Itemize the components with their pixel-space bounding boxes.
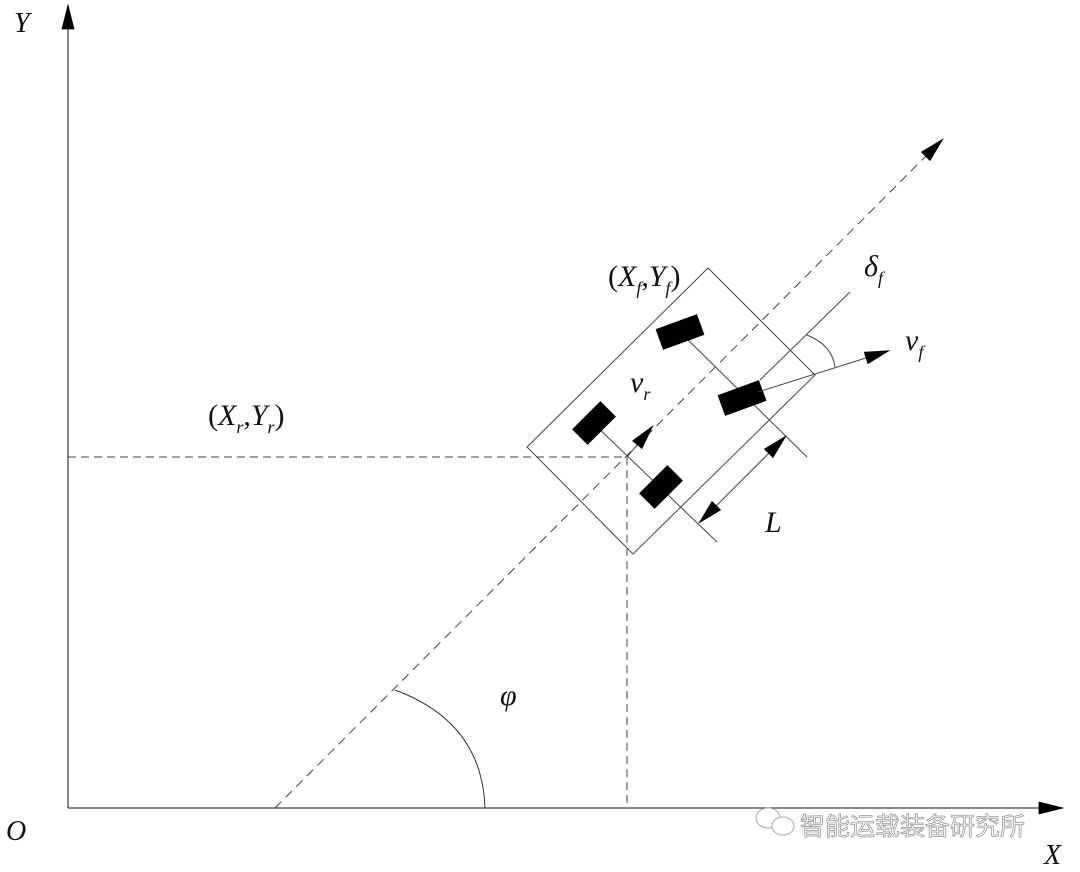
wheelbase-label: L: [764, 506, 782, 539]
rear-velocity-arrow: [626, 425, 654, 458]
y-axis-label: Y: [14, 8, 33, 39]
rear-velocity-label: vr: [630, 366, 651, 404]
heading-centerline: [274, 138, 944, 809]
vehicle-body: [526, 267, 816, 555]
rear-left-wheel: [572, 401, 616, 445]
steering-angle-label: δf: [864, 250, 886, 288]
front-velocity-label: vf: [905, 324, 926, 362]
wechat-icon: [755, 807, 795, 836]
watermark-text: 智能运载装备研究所: [800, 812, 1025, 841]
rear-right-wheel: [639, 465, 683, 509]
rear-point-label: (Xr,Yr): [208, 399, 285, 437]
front-heading-line: [759, 291, 851, 381]
heading-angle-label: φ: [500, 679, 517, 712]
steering-angle-arc: [806, 334, 836, 368]
heading-angle-arc: [394, 689, 486, 809]
x-axis-label: X: [1043, 840, 1062, 871]
front-left-wheel: [655, 314, 705, 350]
front-point-label: (Xf,Yf): [608, 260, 681, 298]
front-velocity-arrow: [757, 350, 891, 393]
front-right-wheel: [717, 380, 767, 416]
origin-label: O: [6, 816, 26, 847]
wheelbase-dimension-arrow: [698, 435, 787, 524]
